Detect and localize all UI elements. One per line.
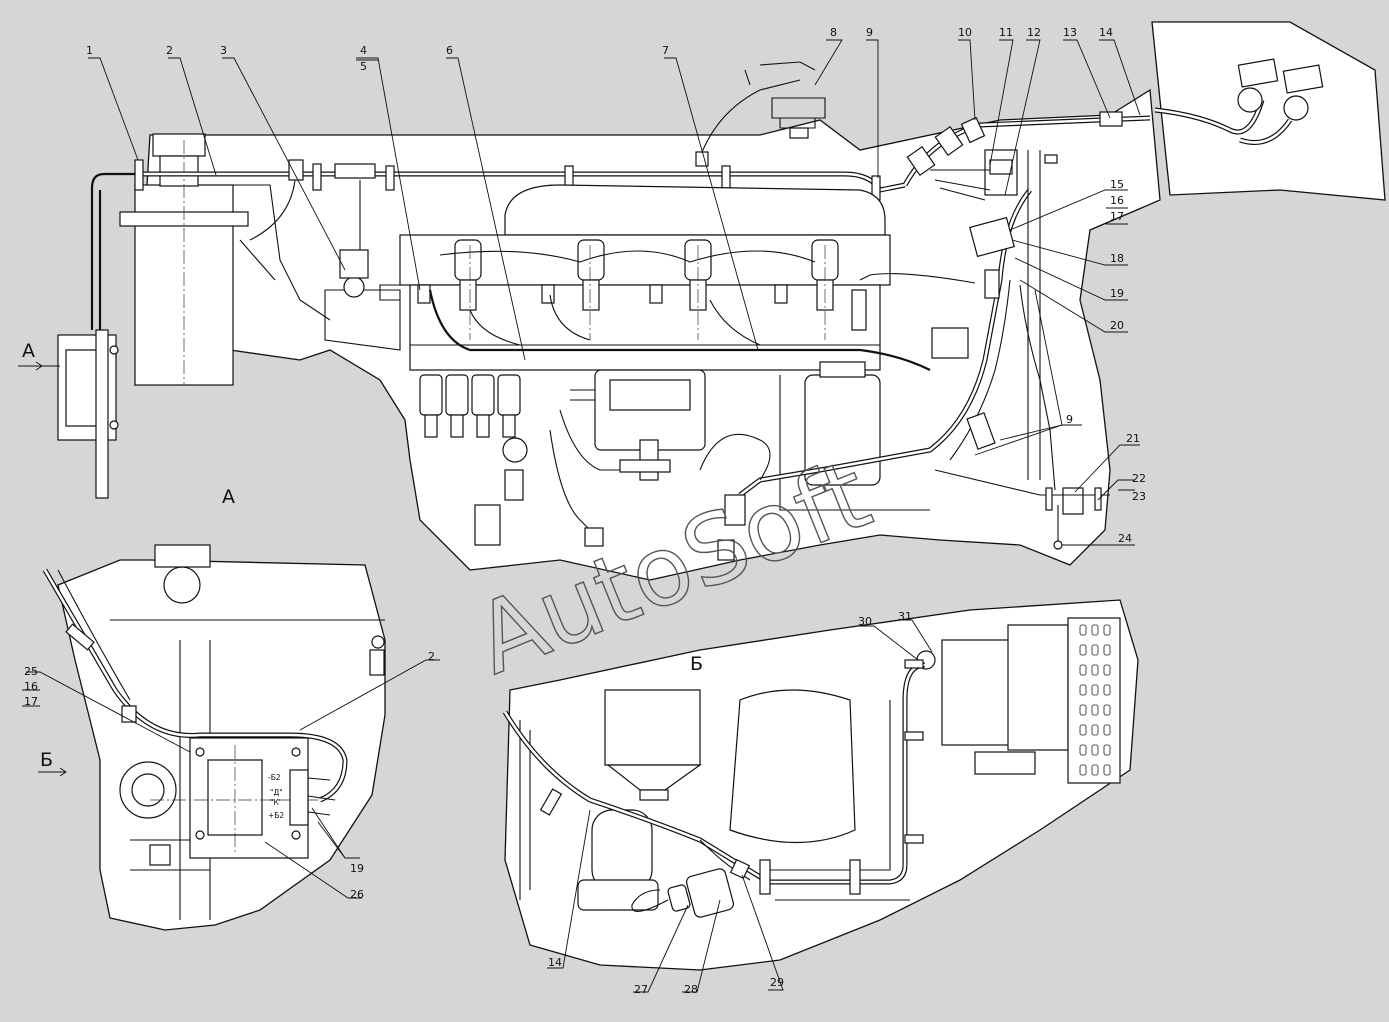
callout-12: 12 — [1027, 26, 1041, 39]
tank-neck — [159, 155, 199, 187]
callout-27: 27 — [634, 983, 648, 996]
terminal-d: "Д" — [270, 788, 283, 797]
tank-cap — [152, 133, 206, 157]
callout-2-view-a: 2 — [428, 650, 435, 663]
callout-16-top: 16 — [1110, 194, 1124, 207]
callout-17-top: 17 — [1110, 210, 1124, 223]
left-pipe — [90, 172, 138, 330]
callout-19-view-a: 19 — [350, 862, 364, 875]
callout-25: 25 — [24, 665, 38, 678]
intake-manifold — [504, 184, 886, 236]
bracket-21-24 — [1040, 487, 1110, 550]
callout-24: 24 — [1118, 532, 1132, 545]
callout-9-right: 9 — [1066, 413, 1073, 426]
callout-13: 13 — [1063, 26, 1077, 39]
callout-7: 7 — [662, 44, 669, 57]
callout-leaders — [22, 39, 1141, 993]
sensor-8 — [771, 97, 826, 119]
view-b-detail — [502, 599, 1139, 971]
callout-5: 5 — [360, 60, 367, 73]
view-a-detail: -Б2 "Д" "К" +Б2 — [42, 544, 386, 931]
callout-9-top: 9 — [866, 26, 873, 39]
callout-21: 21 — [1126, 432, 1140, 445]
callout-20: 20 — [1110, 319, 1124, 332]
callout-15: 15 — [1110, 178, 1124, 191]
callout-8: 8 — [830, 26, 837, 39]
main-engine-view — [42, 61, 1161, 581]
terminal-k: "К" — [270, 798, 282, 807]
callout-29: 29 — [770, 976, 784, 989]
callout-4: 4 — [360, 44, 367, 57]
callout-30: 30 — [858, 615, 872, 628]
callout-18: 18 — [1110, 252, 1124, 265]
callout-14-view-b: 14 — [548, 956, 562, 969]
callout-22: 22 — [1132, 472, 1146, 485]
engine-block — [409, 284, 881, 371]
view-b-arrow-label: Б — [40, 749, 53, 771]
callout-26: 26 — [350, 888, 364, 901]
callout-11: 11 — [999, 26, 1013, 39]
switch-27-29 — [685, 868, 735, 918]
connector-bundle — [902, 111, 1151, 450]
sensor-3 — [343, 276, 365, 298]
callout-16-left: 16 — [24, 680, 38, 693]
view-a-arrow-label: А — [22, 340, 35, 362]
callout-3: 3 — [220, 44, 227, 57]
view-b-title: Б — [690, 653, 703, 675]
callout-28: 28 — [684, 983, 698, 996]
callout-17-left: 17 — [24, 695, 38, 708]
callout-31: 31 — [898, 610, 912, 623]
injectors — [417, 239, 839, 311]
terminal-minus-b2: -Б2 — [268, 773, 281, 782]
connector-inset — [1151, 21, 1386, 201]
fuse-grid — [1079, 624, 1111, 776]
callout-6: 6 — [446, 44, 453, 57]
filter-blocks — [419, 374, 521, 438]
callout-10: 10 — [958, 26, 972, 39]
callout-1: 1 — [86, 44, 93, 57]
callout-labels: 1 2 3 4 5 6 7 8 9 10 11 12 13 14 15 16 1… — [24, 26, 1146, 996]
oil-filter — [729, 689, 856, 844]
view-a-title: А — [222, 486, 235, 508]
harness-clips — [134, 151, 881, 201]
callout-14-top: 14 — [1099, 26, 1113, 39]
callout-2: 2 — [166, 44, 173, 57]
terminal-plus-b2: +Б2 — [268, 811, 284, 820]
view-labels: А А Б Б — [18, 340, 703, 777]
callout-23: 23 — [1132, 490, 1146, 503]
callout-19-top: 19 — [1110, 287, 1124, 300]
